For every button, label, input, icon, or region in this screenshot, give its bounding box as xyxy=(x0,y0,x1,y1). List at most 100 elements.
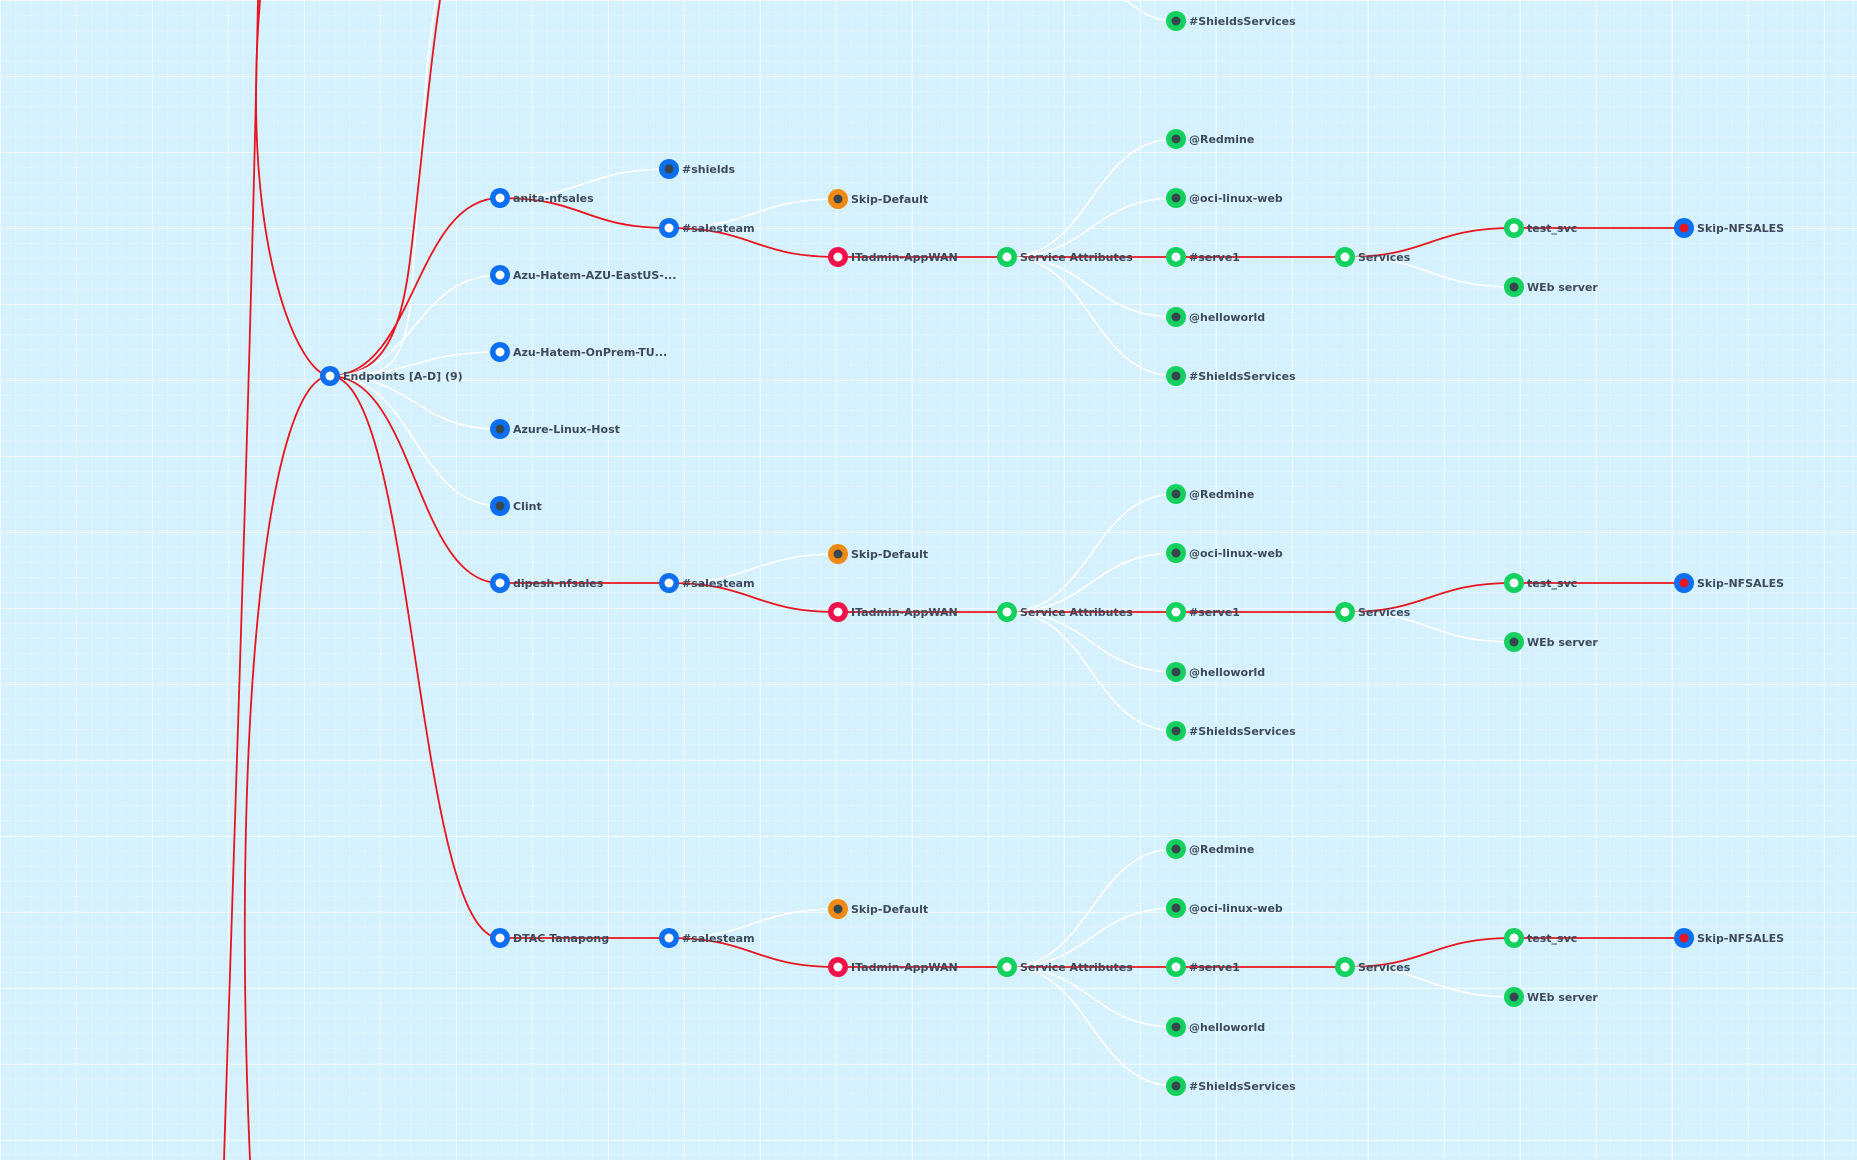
node-t-skip[interactable]: Skip-Default xyxy=(828,899,928,919)
node-top-shields[interactable]: #ShieldsServices xyxy=(1166,11,1296,31)
node-d-sattr[interactable]: Service Attributes xyxy=(997,602,1133,622)
dark-dot-icon xyxy=(833,904,843,914)
node-dipesh[interactable]: dipesh-nfsales xyxy=(490,573,604,593)
link-t-sattr-t-hello xyxy=(1006,966,1177,1028)
node-label: Skip-NFSALES xyxy=(1697,577,1784,590)
dark-dot-icon xyxy=(1171,371,1181,381)
node-root[interactable]: Endpoints [A-D] (9) xyxy=(320,366,463,386)
node-t-appwan[interactable]: ITadmin-AppWAN xyxy=(828,957,958,977)
node-t-testsvc[interactable]: test_svc xyxy=(1504,928,1577,948)
node-a-oci[interactable]: @oci-linux-web xyxy=(1166,188,1283,208)
node-anita[interactable]: anita-nfsales xyxy=(490,188,594,208)
offscreen-link-upper-red xyxy=(329,0,441,377)
node-t-sales[interactable]: #salesteam xyxy=(659,928,755,948)
link-root-azu2 xyxy=(329,351,501,377)
node-a-services[interactable]: Services xyxy=(1335,247,1411,267)
link-t-sales-t-appwan xyxy=(668,937,839,968)
node-d-oci[interactable]: @oci-linux-web xyxy=(1166,543,1283,563)
node-label: #salesteam xyxy=(682,932,755,945)
node-label: test_svc xyxy=(1527,577,1577,590)
node-t-serve1[interactable]: #serve1 xyxy=(1166,957,1240,977)
node-d-services[interactable]: Services xyxy=(1335,602,1411,622)
dark-dot-icon xyxy=(1171,193,1181,203)
node-a-sales[interactable]: #salesteam xyxy=(659,218,755,238)
node-label: @oci-linux-web xyxy=(1189,547,1283,560)
node-label: Clint xyxy=(513,500,542,513)
node-d-redmine[interactable]: @Redmine xyxy=(1166,484,1254,504)
hollow-dot-icon xyxy=(1509,578,1519,588)
node-label: WEb server xyxy=(1527,281,1598,294)
node-t-oci[interactable]: @oci-linux-web xyxy=(1166,898,1283,918)
node-a-serve1[interactable]: #serve1 xyxy=(1166,247,1240,267)
dark-dot-icon xyxy=(1171,489,1181,499)
dark-dot-icon xyxy=(495,424,505,434)
node-dtac[interactable]: DTAC Tanapong xyxy=(490,928,609,948)
dark-dot-icon xyxy=(1171,16,1181,26)
hollow-dot-icon xyxy=(833,252,843,262)
hollow-dot-icon xyxy=(1002,252,1012,262)
dark-dot-icon xyxy=(1171,1022,1181,1032)
link-a-services-a-testsvc xyxy=(1344,227,1515,258)
dark-dot-icon xyxy=(1171,134,1181,144)
node-label: ITadmin-AppWAN xyxy=(851,606,958,619)
node-label: @Redmine xyxy=(1189,843,1254,856)
link-a-sales-a-skip xyxy=(668,198,839,229)
dark-dot-icon xyxy=(1509,637,1519,647)
red-dot-icon xyxy=(1679,223,1689,233)
node-clint[interactable]: Clint xyxy=(490,496,542,516)
node-d-shsvc[interactable]: #ShieldsServices xyxy=(1166,721,1296,741)
hollow-dot-icon xyxy=(1509,933,1519,943)
link-d-sattr-d-shsvc xyxy=(1006,611,1177,732)
offscreen-link-left-1 xyxy=(223,0,259,1160)
node-t-sattr[interactable]: Service Attributes xyxy=(997,957,1133,977)
node-d-serve1[interactable]: #serve1 xyxy=(1166,602,1240,622)
node-label: Services xyxy=(1358,251,1411,264)
node-d-skip[interactable]: Skip-Default xyxy=(828,544,928,564)
node-label: Skip-NFSALES xyxy=(1697,932,1784,945)
link-d-services-d-testsvc xyxy=(1344,582,1515,613)
node-azu2[interactable]: Azu-Hatem-OnPrem-TU... xyxy=(490,342,667,362)
node-d-skipnf[interactable]: Skip-NFSALES xyxy=(1674,573,1784,593)
node-a-shields[interactable]: #shields xyxy=(659,159,735,179)
node-t-web[interactable]: WEb server xyxy=(1504,987,1598,1007)
node-a-redmine[interactable]: @Redmine xyxy=(1166,129,1254,149)
node-a-skipnf[interactable]: Skip-NFSALES xyxy=(1674,218,1784,238)
node-t-services[interactable]: Services xyxy=(1335,957,1411,977)
node-d-appwan[interactable]: ITadmin-AppWAN xyxy=(828,602,958,622)
node-a-hello[interactable]: @helloworld xyxy=(1166,307,1265,327)
node-a-appwan[interactable]: ITadmin-AppWAN xyxy=(828,247,958,267)
node-label: dipesh-nfsales xyxy=(513,577,604,590)
node-a-shsvc[interactable]: #ShieldsServices xyxy=(1166,366,1296,386)
node-d-hello[interactable]: @helloworld xyxy=(1166,662,1265,682)
node-label: @helloworld xyxy=(1189,311,1265,324)
node-label: #serve1 xyxy=(1189,961,1240,974)
hollow-dot-icon xyxy=(1340,607,1350,617)
node-azlinux[interactable]: Azure-Linux-Host xyxy=(490,419,620,439)
node-azu1[interactable]: Azu-Hatem-AZU-EastUS-... xyxy=(490,265,676,285)
link-d-sattr-d-hello xyxy=(1006,611,1177,673)
hollow-dot-icon xyxy=(495,578,505,588)
node-a-web[interactable]: WEb server xyxy=(1504,277,1598,297)
node-a-testsvc[interactable]: test_svc xyxy=(1504,218,1577,238)
node-t-redmine[interactable]: @Redmine xyxy=(1166,839,1254,859)
node-t-shsvc[interactable]: #ShieldsServices xyxy=(1166,1076,1296,1096)
link-root-azu1 xyxy=(329,274,501,377)
dark-dot-icon xyxy=(1171,903,1181,913)
offscreen-links xyxy=(223,0,1177,1160)
link-t-services-t-web xyxy=(1344,966,1515,998)
node-d-web[interactable]: WEb server xyxy=(1504,632,1598,652)
node-label: Skip-NFSALES xyxy=(1697,222,1784,235)
link-root-clint xyxy=(329,375,501,507)
node-a-sattr[interactable]: Service Attributes xyxy=(997,247,1133,267)
node-a-skip[interactable]: Skip-Default xyxy=(828,189,928,209)
node-label: #ShieldsServices xyxy=(1189,370,1296,383)
node-d-testsvc[interactable]: test_svc xyxy=(1504,573,1577,593)
offscreen-link-root-up xyxy=(255,0,331,377)
node-t-hello[interactable]: @helloworld xyxy=(1166,1017,1265,1037)
dark-dot-icon xyxy=(833,549,843,559)
dark-dot-icon xyxy=(664,164,674,174)
node-d-sales[interactable]: #salesteam xyxy=(659,573,755,593)
node-t-skipnf[interactable]: Skip-NFSALES xyxy=(1674,928,1784,948)
